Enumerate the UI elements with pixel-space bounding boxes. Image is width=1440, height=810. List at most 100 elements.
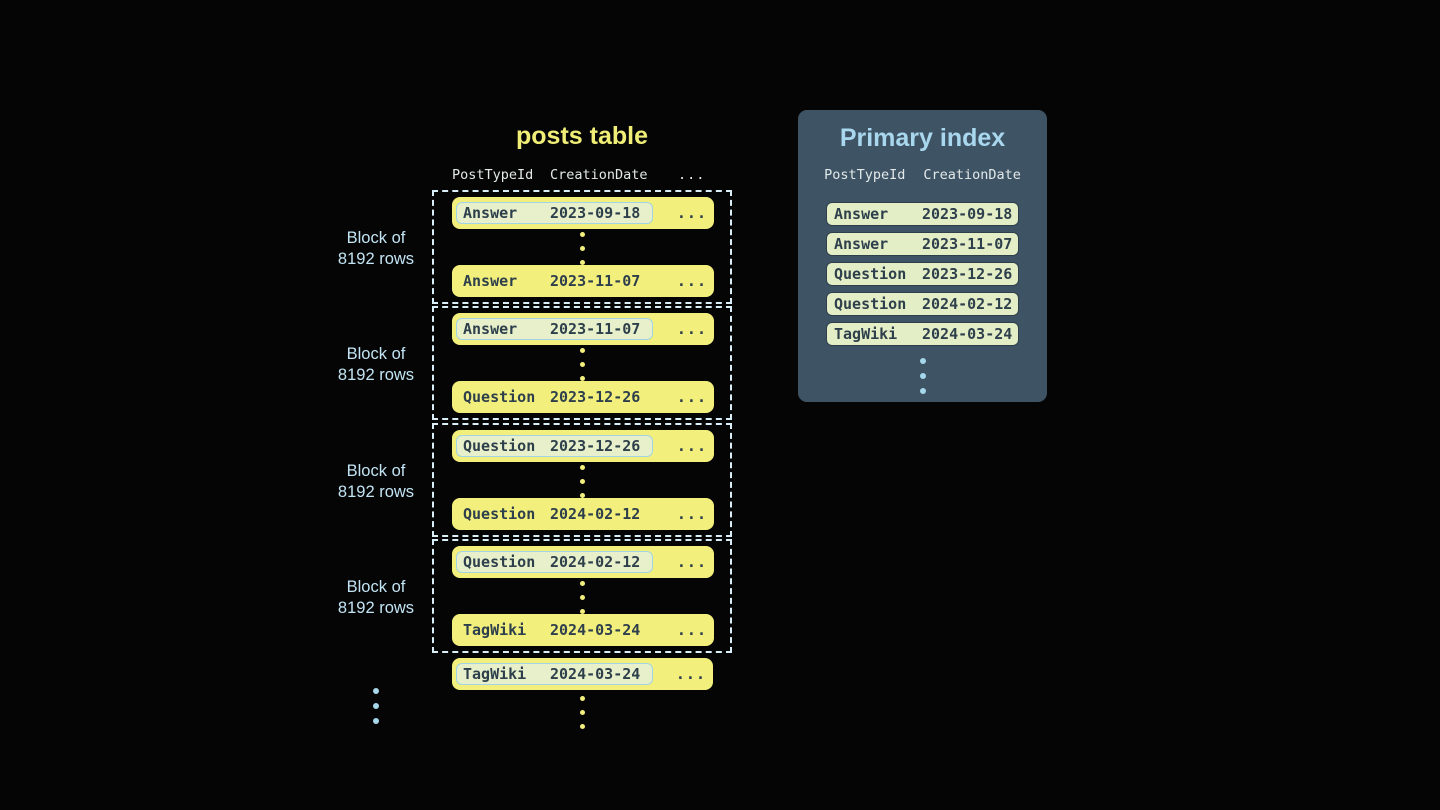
primary-index-panel: Primary index PostTypeId CreationDate An… [798, 110, 1047, 402]
dot [579, 594, 585, 600]
posts-table-column-headers: PostTypeId CreationDate ... [452, 167, 713, 183]
dot [579, 260, 585, 265]
primary-index-title: Primary index [839, 124, 1006, 152]
dot [919, 373, 926, 379]
dot [373, 718, 379, 724]
dot [579, 348, 585, 354]
row-posttype-value: TagWiki [463, 665, 527, 683]
dot [579, 362, 585, 368]
row-posttype-value: Answer [463, 320, 518, 339]
row-creationdate-value: 2023-12-26 [550, 388, 641, 407]
index-posttype-value: Question [834, 265, 907, 283]
row-ellipsis: ... [676, 504, 707, 523]
row-creationdate-value: 2023-09-18 [550, 204, 641, 222]
row-creationdate-value: 2023-12-26 [550, 436, 641, 455]
table-row-first: Answer 2023-09-18 ... [452, 197, 714, 229]
hidden-rows-dots [434, 580, 730, 614]
dot [919, 388, 926, 394]
dot [919, 358, 926, 364]
block-label: Block of 8192 rows [316, 228, 436, 270]
block-label-line1: Block of [346, 577, 406, 596]
row-highlight [456, 434, 653, 457]
block-border: Question 2024-02-12 ... TagWiki 2024-03-… [432, 538, 732, 653]
index-creationdate-value: 2023-11-07 [922, 235, 1013, 253]
row-ellipsis: ... [676, 272, 707, 290]
index-row: Question 2023-12-26 [826, 262, 1019, 286]
table-row-overflow: TagWiki 2024-03-24 ... [452, 658, 713, 690]
more-rows-dots [432, 696, 732, 729]
dot [579, 724, 585, 729]
row-posttype-value: Question [463, 504, 536, 523]
hidden-rows-dots [434, 464, 730, 498]
row-ellipsis: ... [676, 320, 707, 339]
row-ellipsis: ... [676, 204, 707, 222]
row-posttype-value: Question [463, 552, 536, 571]
index-creationdate-value: 2023-12-26 [922, 265, 1013, 283]
row-highlight [456, 663, 653, 685]
table-row-first: Question 2023-12-26 ... [452, 429, 714, 462]
row-creationdate-value: 2024-02-12 [550, 504, 641, 523]
column-header-creationdate: CreationDate [550, 167, 648, 183]
row-highlight [456, 202, 653, 224]
row-creationdate-value: 2023-11-07 [550, 320, 641, 339]
block-border: Question 2023-12-26 ... Question 2024-02… [432, 422, 732, 537]
index-row: Answer 2023-09-18 [826, 202, 1019, 226]
index-posttype-value: TagWiki [834, 325, 898, 343]
row-creationdate-value: 2023-11-07 [550, 272, 641, 290]
table-row-first: Question 2024-02-12 ... [452, 545, 714, 578]
dot [579, 246, 585, 251]
block-label-line2: 8192 rows [337, 366, 415, 385]
hidden-rows-dots [434, 348, 730, 382]
row-creationdate-value: 2024-03-24 [550, 620, 641, 639]
row-ellipsis: ... [676, 620, 707, 639]
dot [579, 232, 585, 237]
dot [579, 608, 585, 614]
table-row-first: Answer 2023-11-07 ... [452, 313, 714, 346]
table-block: Block of 8192 rows Question 2024-02-12 .… [338, 538, 732, 653]
row-posttype-value: Question [463, 388, 536, 407]
column-header-posttypeid: PostTypeId [824, 167, 906, 183]
index-creationdate-value: 2023-09-18 [922, 205, 1013, 223]
index-row: TagWiki 2024-03-24 [826, 322, 1019, 346]
block-label-line1: Block of [346, 461, 406, 480]
column-header-creationdate: CreationDate [923, 167, 1021, 183]
row-posttype-value: Question [463, 436, 536, 455]
table-block: Block of 8192 rows Answer 2023-11-07 ...… [338, 306, 732, 421]
block-label-line1: Block of [346, 345, 406, 364]
hidden-rows-dots [434, 232, 730, 265]
table-row-last: Question 2023-12-26 ... [452, 381, 714, 414]
column-header-posttypeid: PostTypeId [452, 167, 534, 183]
row-creationdate-value: 2024-02-12 [550, 552, 641, 571]
block-label: Block of 8192 rows [316, 461, 436, 503]
primary-index-column-headers: PostTypeId CreationDate [798, 167, 1047, 183]
table-block: Block of 8192 rows Answer 2023-09-18 ...… [338, 190, 732, 304]
index-posttype-value: Answer [834, 205, 889, 223]
row-highlight [456, 550, 653, 573]
dot [579, 696, 585, 701]
row-ellipsis: ... [676, 436, 707, 455]
row-posttype-value: TagWiki [463, 620, 527, 639]
block-border: Answer 2023-11-07 ... Question 2023-12-2… [432, 306, 732, 421]
table-row-last: TagWiki 2024-03-24 ... [452, 613, 714, 646]
index-creationdate-value: 2024-02-12 [922, 295, 1013, 313]
dot [579, 478, 585, 484]
row-ellipsis: ... [676, 552, 707, 571]
more-entries-dots [798, 358, 1047, 394]
table-block: Block of 8192 rows Question 2023-12-26 .… [338, 422, 732, 537]
index-posttype-value: Answer [834, 235, 889, 253]
block-border: Answer 2023-09-18 ... Answer 2023-11-07 … [432, 190, 732, 304]
dot [579, 376, 585, 382]
row-highlight [456, 318, 653, 341]
dot [579, 580, 585, 586]
block-label: Block of 8192 rows [316, 577, 436, 619]
dot [373, 688, 379, 694]
index-row: Answer 2023-11-07 [826, 232, 1019, 256]
table-row-last: Answer 2023-11-07 ... [452, 265, 714, 297]
row-ellipsis: ... [675, 665, 706, 683]
index-rows: Answer 2023-09-18 Answer 2023-11-07 Ques… [826, 202, 1019, 346]
dot [373, 703, 379, 709]
block-label-line1: Block of [346, 229, 406, 247]
block-label-line2: 8192 rows [337, 250, 415, 268]
more-blocks-dots [316, 688, 436, 724]
